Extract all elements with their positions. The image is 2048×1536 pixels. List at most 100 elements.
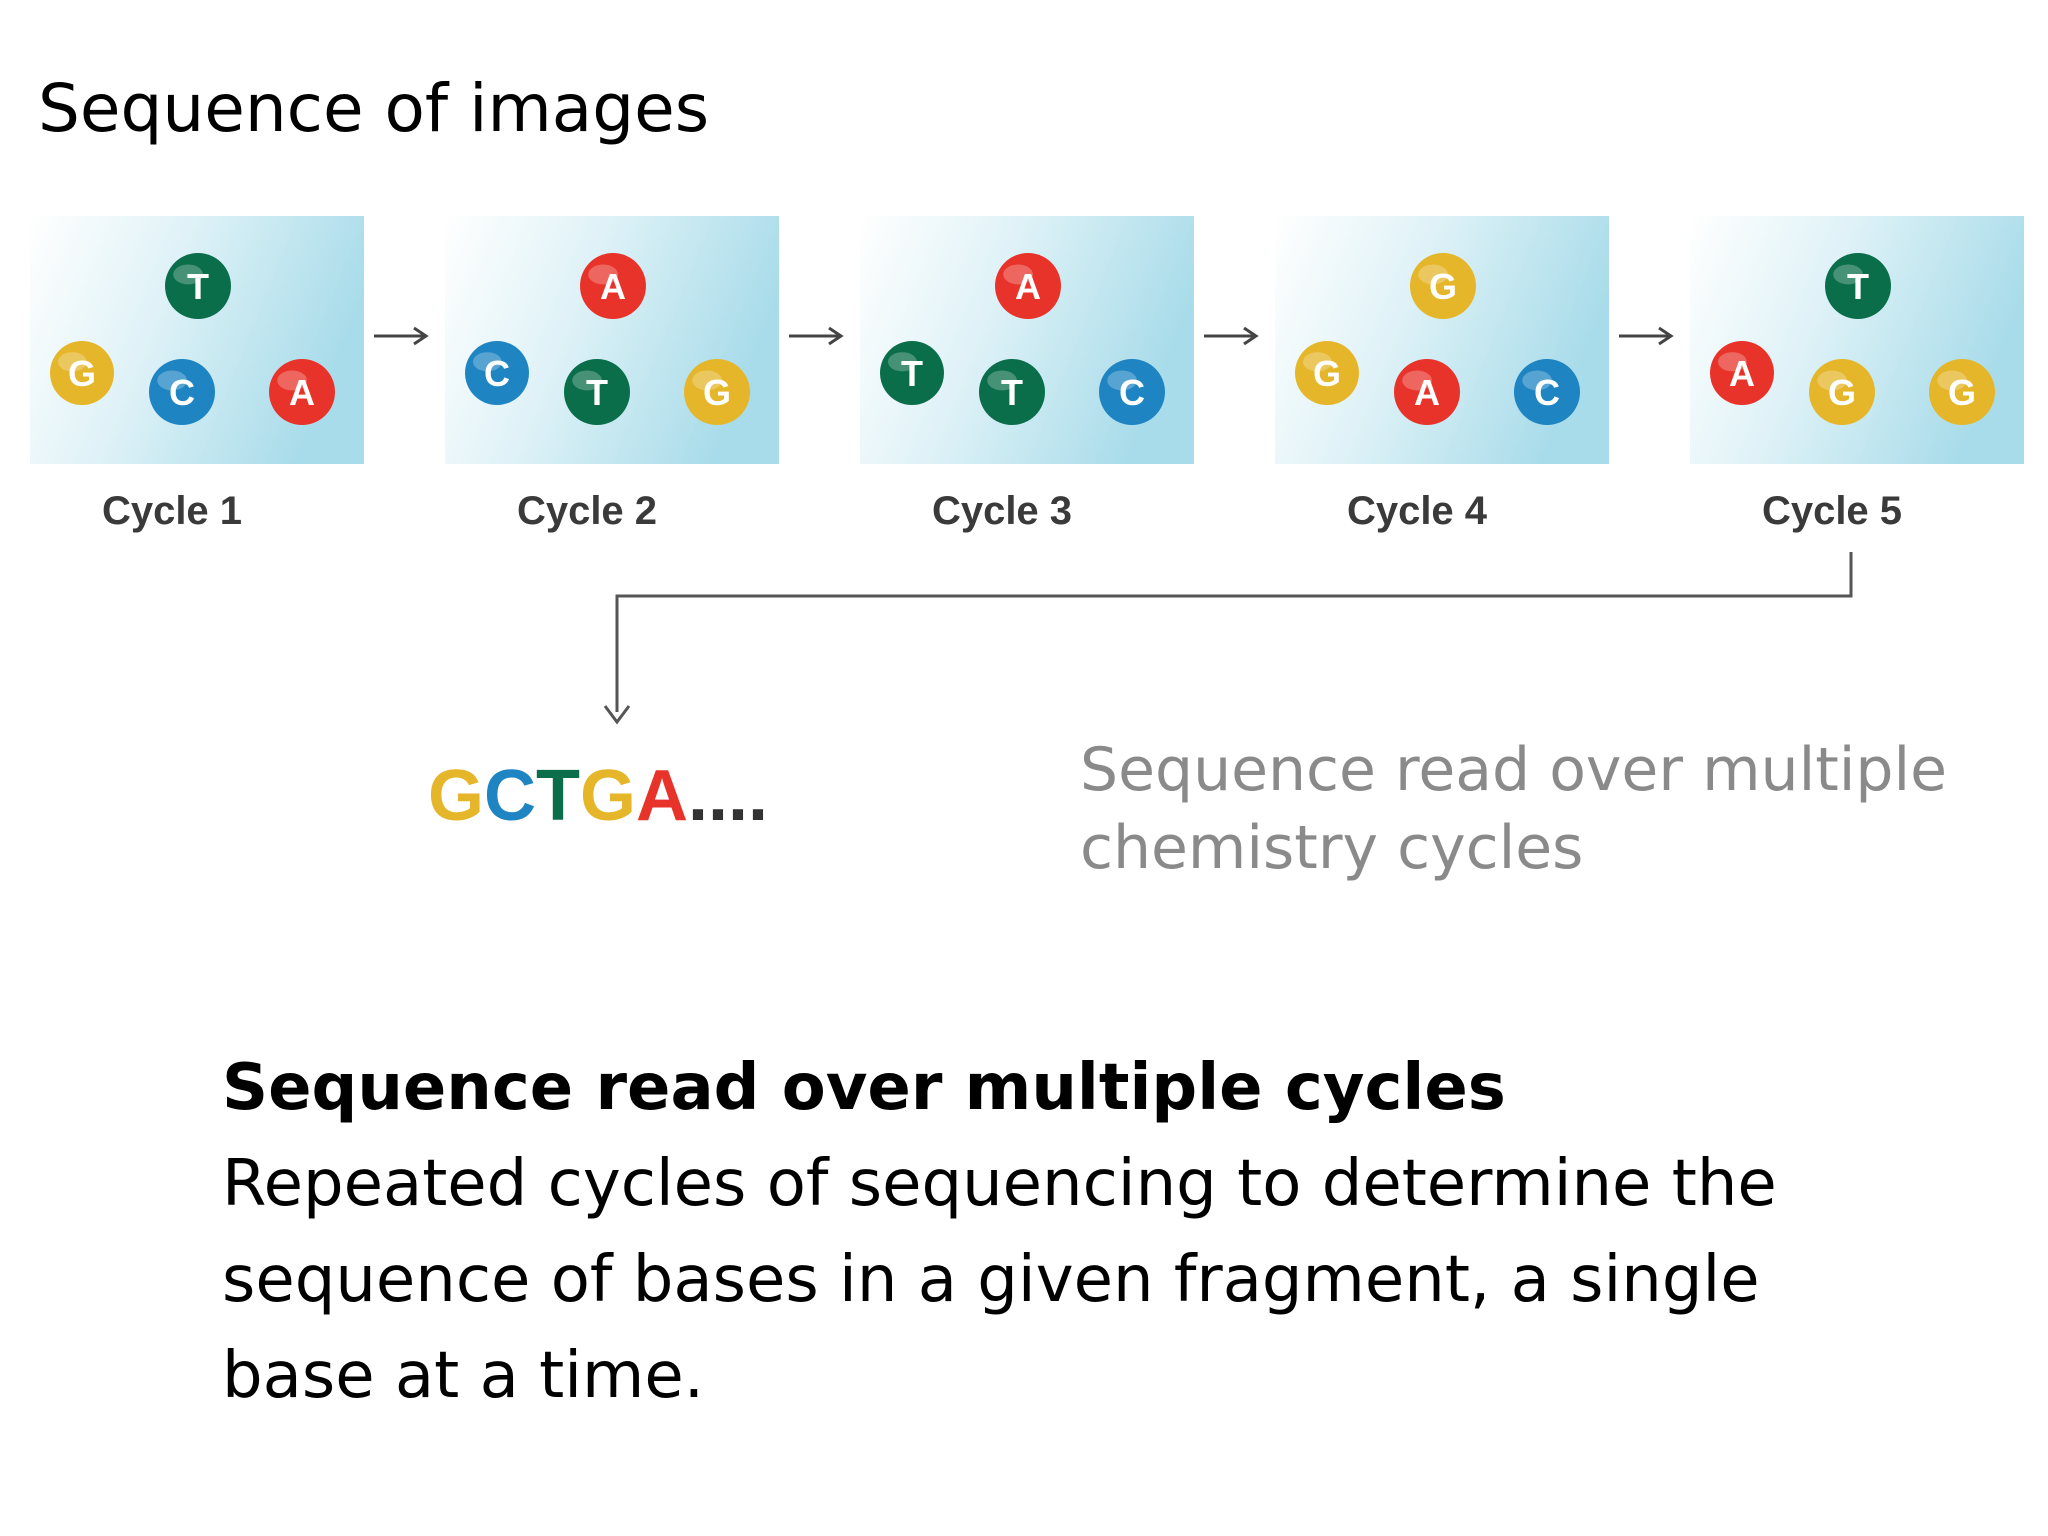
cycle-label: Cycle 3 xyxy=(932,489,1072,533)
bead-highlight xyxy=(473,352,502,372)
bead-highlight xyxy=(987,370,1017,391)
bead-highlight xyxy=(1522,370,1552,391)
bead-circle xyxy=(50,341,114,405)
read-base: G xyxy=(580,756,636,836)
bead-highlight xyxy=(1303,352,1332,372)
bead-letter: G xyxy=(1429,266,1457,307)
bead-circle xyxy=(1394,359,1460,425)
bead-letter: A xyxy=(289,372,315,413)
nucleotide-bead: T xyxy=(1825,253,1891,319)
bead-highlight xyxy=(1418,264,1448,285)
cycle-panel: T G C A Cycle 1 xyxy=(30,216,364,533)
bead-highlight xyxy=(588,264,618,285)
bead-highlight xyxy=(1833,264,1863,285)
nucleotide-bead: T xyxy=(979,359,1045,425)
bead-highlight xyxy=(692,370,722,391)
connector-line xyxy=(615,552,1853,712)
bead-circle xyxy=(1099,359,1165,425)
nucleotide-bead: G xyxy=(50,341,114,405)
bead-highlight xyxy=(572,370,602,391)
bead-highlight xyxy=(888,352,917,372)
bead-highlight xyxy=(1402,370,1432,391)
arrow-head xyxy=(828,326,844,346)
bead-circle xyxy=(465,341,529,405)
bead-circle xyxy=(684,359,750,425)
nucleotide-bead: G xyxy=(1809,359,1875,425)
nucleotide-bead: T xyxy=(880,341,944,405)
read-base: T xyxy=(536,756,580,836)
bead-circle xyxy=(1514,359,1580,425)
cycle-arrow xyxy=(1619,326,1674,346)
nucleotide-bead: C xyxy=(1514,359,1580,425)
bead-letter: G xyxy=(1313,353,1341,394)
bead-circle xyxy=(269,359,335,425)
nucleotide-bead: G xyxy=(684,359,750,425)
bead-letter: A xyxy=(1015,266,1041,307)
bead-letter: T xyxy=(187,266,209,307)
read-caption: Sequence read over multiple chemistry cy… xyxy=(1080,735,1947,883)
bead-letter: T xyxy=(901,353,923,394)
bead-circle xyxy=(880,341,944,405)
bead-circle xyxy=(1710,341,1774,405)
bead-letter: A xyxy=(1414,372,1440,413)
bead-letter: C xyxy=(169,372,195,413)
nucleotide-bead: A xyxy=(580,253,646,319)
bead-circle xyxy=(580,253,646,319)
bead-circle xyxy=(1295,341,1359,405)
caption-line-2: chemistry cycles xyxy=(1080,813,1583,883)
bead-highlight xyxy=(157,370,187,391)
slide-title: Sequence of images xyxy=(38,70,710,147)
bead-highlight xyxy=(1817,370,1847,391)
cycle-label: Cycle 5 xyxy=(1762,489,1902,533)
nucleotide-bead: A xyxy=(1394,359,1460,425)
bead-circle xyxy=(1929,359,1995,425)
cycle-arrow xyxy=(374,326,429,346)
nucleotide-bead: G xyxy=(1410,253,1476,319)
cycle-label: Cycle 1 xyxy=(102,489,242,533)
sequence-read: GCTGA.... xyxy=(428,756,768,836)
bead-highlight xyxy=(277,370,307,391)
bead-highlight xyxy=(1718,352,1747,372)
nucleotide-bead: A xyxy=(269,359,335,425)
bead-letter: T xyxy=(586,372,608,413)
bead-circle xyxy=(979,359,1045,425)
bead-letter: T xyxy=(1847,266,1869,307)
description-heading: Sequence read over multiple cycles xyxy=(222,1051,1506,1125)
bead-letter: G xyxy=(68,353,96,394)
read-base: A xyxy=(636,756,688,836)
bead-circle xyxy=(149,359,215,425)
read-base: G xyxy=(428,756,484,836)
description-block: Sequence read over multiple cycles Repea… xyxy=(222,1040,2002,1424)
bead-circle xyxy=(165,253,231,319)
nucleotide-bead: G xyxy=(1929,359,1995,425)
bead-letter: A xyxy=(1729,353,1755,394)
nucleotide-bead: T xyxy=(165,253,231,319)
nucleotide-bead: A xyxy=(995,253,1061,319)
bead-highlight xyxy=(1003,264,1033,285)
read-base: C xyxy=(484,756,536,836)
cycle-arrows xyxy=(374,326,1674,346)
connector-arrowhead xyxy=(603,705,631,725)
bead-circle xyxy=(1825,253,1891,319)
description-body: Repeated cycles of sequencing to determi… xyxy=(222,1147,1777,1413)
bead-highlight xyxy=(1107,370,1137,391)
nucleotide-bead: C xyxy=(1099,359,1165,425)
cycle-arrow xyxy=(1204,326,1259,346)
bead-circle xyxy=(995,253,1061,319)
bead-circle xyxy=(564,359,630,425)
nucleotide-bead: T xyxy=(564,359,630,425)
arrow-head xyxy=(413,326,429,346)
arrow-head xyxy=(1243,326,1259,346)
bead-highlight xyxy=(58,352,87,372)
cycle-label: Cycle 2 xyxy=(517,489,657,533)
bead-letter: A xyxy=(600,266,626,307)
arrow-head xyxy=(1658,326,1674,346)
bead-circle xyxy=(1809,359,1875,425)
bead-letter: C xyxy=(1534,372,1560,413)
caption-line-1: Sequence read over multiple xyxy=(1080,735,1947,805)
read-connector xyxy=(603,552,1853,725)
